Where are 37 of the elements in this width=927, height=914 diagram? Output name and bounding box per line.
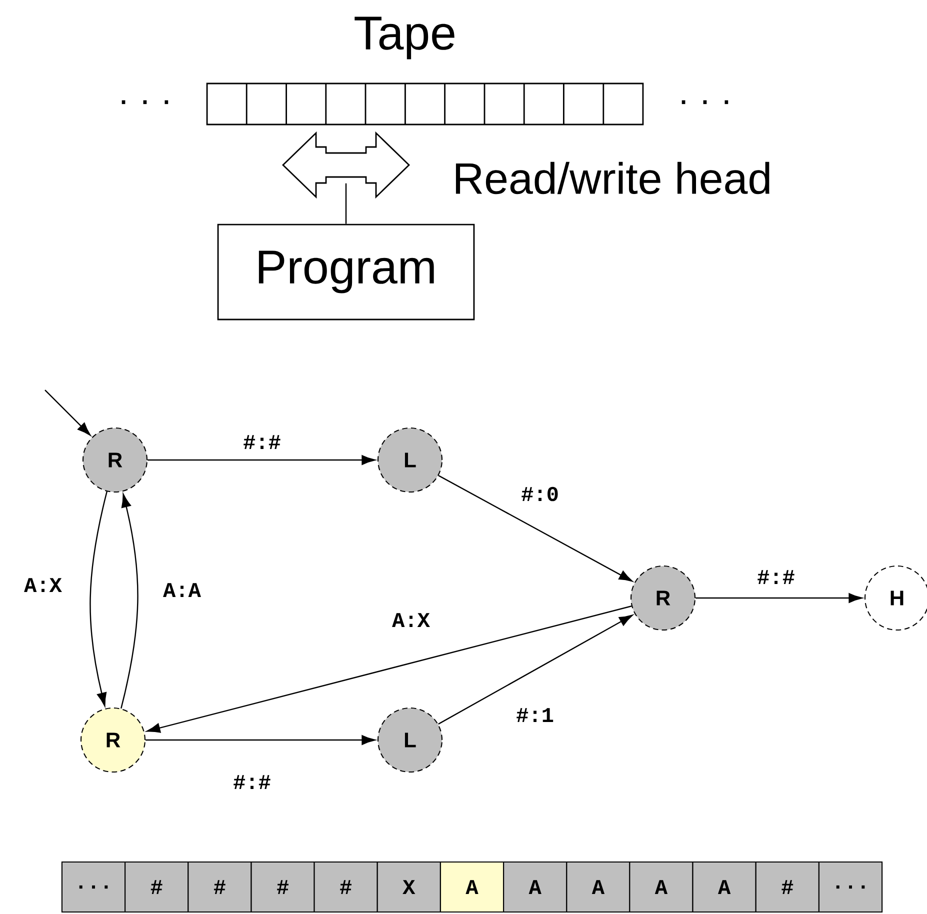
- tape-cell: #: [124, 862, 189, 913]
- arrow: [90, 491, 108, 706]
- edge-label: #:#: [241, 433, 283, 451]
- tape-cell: A: [692, 862, 756, 913]
- tape-cell: #: [314, 862, 378, 913]
- tape-cell: X: [376, 862, 441, 913]
- edge-label: A:A: [161, 581, 203, 599]
- ellipsis: · · ·: [122, 100, 168, 104]
- tape-cell: A: [629, 862, 694, 913]
- edge-label: #:0: [519, 485, 561, 503]
- edge-label: A:X: [390, 611, 432, 629]
- arrow: [44, 390, 91, 436]
- tape-cell: ...: [61, 862, 126, 913]
- arrow: [146, 606, 632, 733]
- tape-cell: A: [440, 862, 504, 913]
- double-arrow-drawing: [282, 131, 410, 199]
- tape-cell: ...: [818, 862, 883, 913]
- arrow: [148, 455, 376, 465]
- tape-drawing: Tape: [206, 16, 644, 126]
- tape-cell: #: [188, 862, 252, 913]
- node-label: Tape: [354, 16, 454, 60]
- edge-label: A:X: [22, 576, 64, 594]
- ellipsis: · · ·: [682, 100, 728, 104]
- tape-cell: #: [755, 862, 820, 913]
- arrow: [438, 614, 633, 725]
- arrow: [146, 735, 376, 745]
- tape-cell: #: [250, 862, 315, 913]
- tape-cell: A: [566, 862, 630, 913]
- edge-label: #:1: [514, 706, 556, 724]
- edge-label: #:#: [231, 773, 273, 791]
- head-label: Read/write head: [456, 162, 770, 194]
- arrow: [120, 494, 138, 709]
- arrow: [438, 475, 633, 582]
- tape-cell: A: [503, 862, 568, 913]
- arrow: [696, 593, 862, 603]
- edge-label: #:#: [755, 568, 797, 586]
- program-box: Program: [217, 224, 475, 320]
